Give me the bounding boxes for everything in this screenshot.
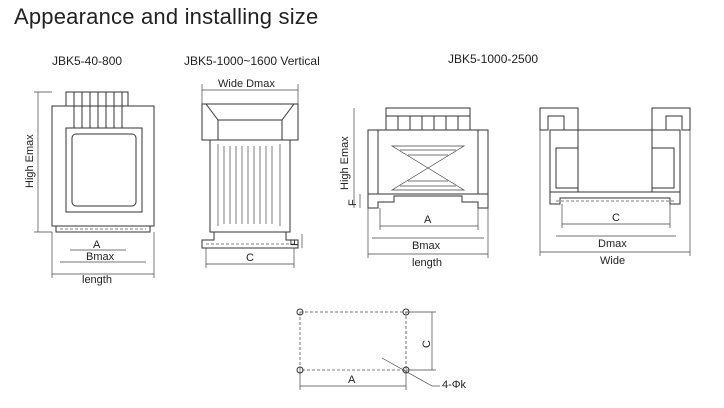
- diagram-jbk5-1000-2500-side: C Dmax Wide: [539, 107, 691, 267]
- model-caption-1: JBK5-40-800: [52, 54, 123, 68]
- label-bmax-1: Bmax: [86, 251, 115, 263]
- model-caption-2: JBK5-1000~1600 Vertical: [184, 54, 320, 68]
- label-length-1: length: [82, 274, 112, 286]
- terminal-block: [65, 91, 129, 107]
- page-title: Appearance and installing size: [14, 4, 319, 29]
- diagram-jbk5-1000-2500-front: High Emax F A Bmax length: [339, 107, 489, 269]
- diagram-jbk5-40-800: High Emax A Bmax length: [24, 91, 155, 286]
- diagram-mounting-holes: C A 4-Φk: [296, 308, 467, 391]
- label-c-2: C: [246, 252, 254, 264]
- label-length-3: length: [412, 257, 442, 269]
- label-a-5: A: [348, 374, 356, 386]
- label-high-emax-3: High Emax: [339, 136, 351, 190]
- label-mount-holes: 4-Φk: [442, 379, 467, 391]
- label-dmax: Dmax: [598, 238, 627, 250]
- label-c-4: C: [612, 212, 620, 224]
- label-a-3: A: [424, 214, 432, 226]
- label-a-1: A: [93, 239, 101, 251]
- label-wide: Wide: [600, 255, 625, 267]
- diagram-jbk5-vertical: Wide Dmax F C: [201, 78, 303, 268]
- label-high-emax-1: High Emax: [24, 134, 36, 188]
- label-bmax-3: Bmax: [412, 240, 441, 252]
- label-wide-dmax: Wide Dmax: [218, 78, 275, 90]
- label-f-2: F: [289, 239, 301, 246]
- label-f-3: F: [347, 199, 359, 206]
- label-c-5: C: [421, 340, 433, 348]
- model-caption-3: JBK5-1000-2500: [448, 52, 539, 66]
